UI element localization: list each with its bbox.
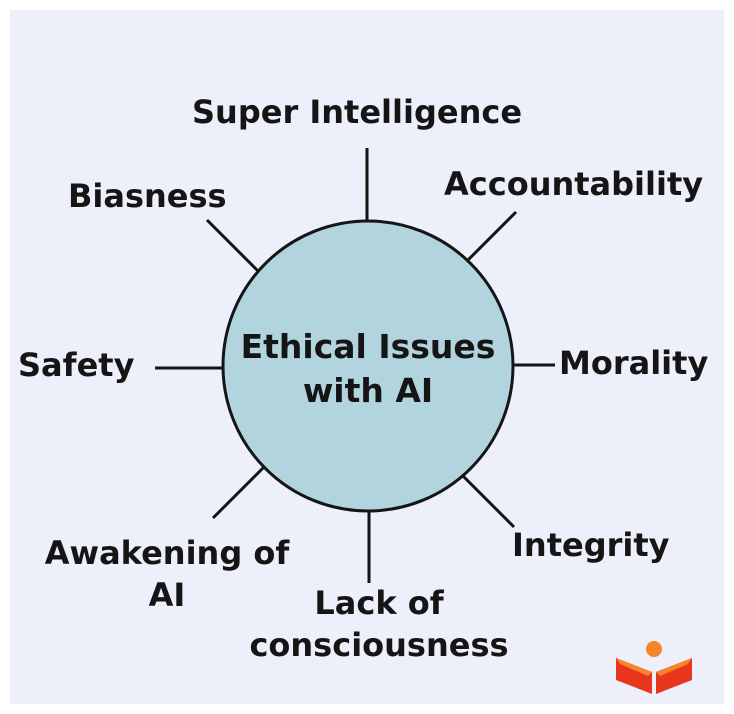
issue-awakening-of-ai: Awakening of AI	[44, 534, 290, 614]
connector-integrity	[460, 473, 516, 529]
issue-biasness: Biasness	[68, 177, 227, 215]
center-circle	[221, 219, 515, 513]
issue-lack-of-consciousness: Lack of consciousness	[249, 584, 509, 664]
center-label: Ethical Issues with AI	[240, 327, 496, 410]
issue-super-intelligence: Super Intelligence	[192, 93, 523, 131]
issue-integrity: Integrity	[512, 526, 670, 564]
connector-awakening	[211, 464, 267, 520]
issue-safety: Safety	[18, 346, 135, 384]
book-reader-icon	[616, 641, 692, 694]
issue-morality: Morality	[559, 344, 709, 382]
issue-accountability: Accountability	[444, 165, 704, 203]
connector-accountability	[465, 210, 518, 263]
connector-biasness	[205, 218, 260, 273]
